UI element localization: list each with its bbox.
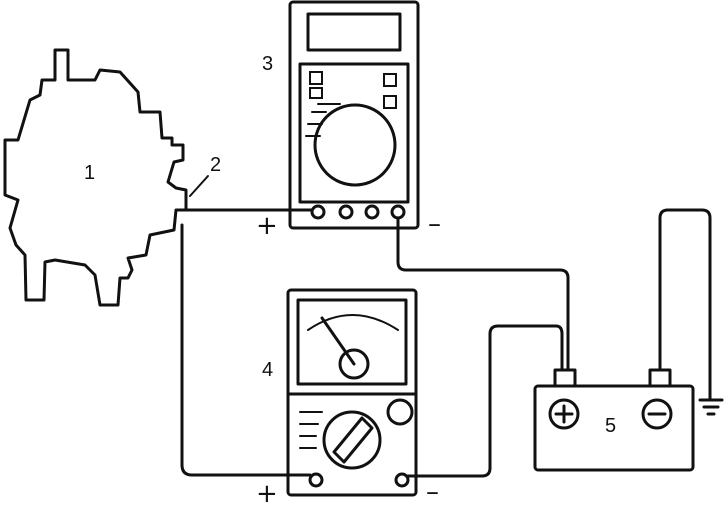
analog-scale-arc [307,314,399,331]
dmm-jack-2 [338,204,354,220]
analog-multimeter [286,288,418,497]
battery-minus-symbol [641,398,673,430]
dmm-jack-minus [390,204,406,220]
dmm-panel [298,62,410,204]
analog-minus-sign: – [426,477,439,506]
analog-needle-pivot [338,348,370,380]
dmm-plus-sign: + [256,211,278,241]
dmm-jack-3 [364,204,380,220]
digital-multimeter [288,0,420,230]
analog-adjust-knob [386,398,414,426]
analog-selector-pointer [332,416,374,464]
dmm-rotary-switch [313,103,397,187]
dmm-jack-plus [310,204,326,220]
battery [533,368,695,472]
dmm-display [306,12,402,52]
wire-terminal-to-analog-plus [180,223,312,477]
analog-range-marks [299,411,323,449]
dmm-button-4 [383,95,397,109]
label-battery: 5 [605,415,616,437]
dmm-body [288,0,420,230]
generator-housing [3,48,188,307]
battery-post-plus [553,368,577,388]
analog-plus-sign: + [256,479,278,506]
dmm-minus-sign: – [428,209,441,239]
dmm-button-1 [309,71,323,85]
dmm-scale-marks [305,103,341,137]
battery-plus-symbol [548,398,580,430]
analog-jack-plus [308,472,324,488]
wire-analog-minus-to-battery-plus [406,324,564,478]
label-terminal: 2 [210,154,221,176]
analog-range-selector [322,410,382,470]
ground-symbol [698,398,724,416]
dmm-button-2 [309,87,323,99]
label-generator: 1 [84,162,95,184]
wire-battery-minus-to-ground [658,208,712,402]
label-analog-multimeter: 4 [262,359,273,381]
battery-plus-cross [554,404,574,424]
battery-case [533,384,695,472]
dmm-button-3 [383,73,397,87]
wire-dmm-minus-to-battery-plus [396,216,570,372]
analog-dial-window [296,298,408,386]
label-digital-multimeter: 3 [262,53,273,75]
terminal-leader-line [189,175,209,197]
battery-post-minus [648,368,672,388]
analog-needle [320,316,356,366]
analog-jack-minus [394,472,410,488]
